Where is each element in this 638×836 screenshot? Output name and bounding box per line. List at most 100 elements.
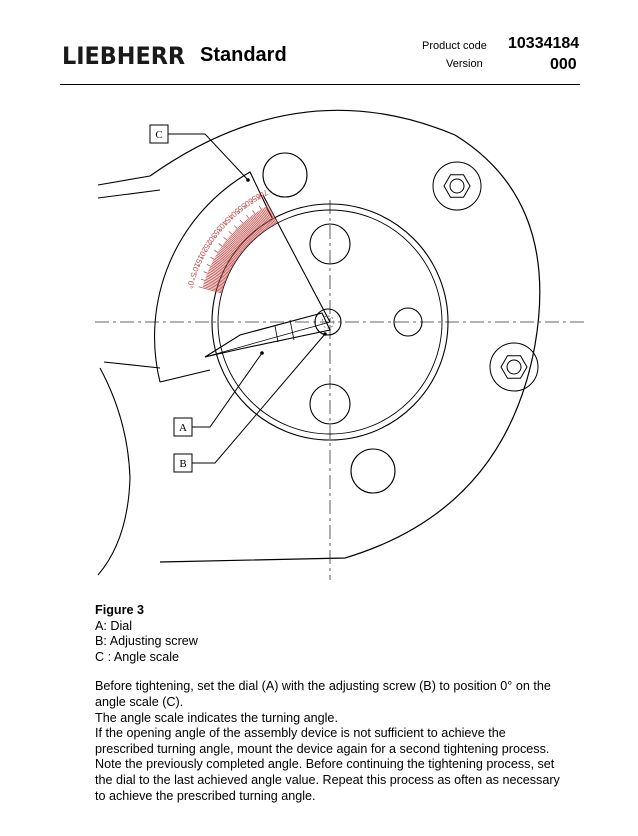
scale-tick (218, 243, 239, 258)
scale-tick (238, 225, 254, 241)
body-line: prescribed turning angle, mount the devi… (95, 741, 550, 756)
body-line: Before tightening, set the dial (A) with… (95, 679, 551, 694)
version-value: 000 (550, 56, 577, 73)
scale-tick (228, 237, 245, 251)
caption-item-b: B: Adjusting screw (95, 634, 198, 649)
scale-tick (205, 277, 225, 285)
scale-tick (210, 256, 232, 270)
product-code-value: 10334184 (508, 35, 580, 52)
left-lower-part (97, 367, 131, 576)
housing-outline (149, 109, 541, 563)
dial-centerline (204, 321, 331, 358)
angle-scale-ticks (198, 201, 278, 294)
scale-tick (222, 244, 240, 257)
hex-nut-right (489, 342, 539, 392)
scale-tick (204, 281, 224, 289)
scale-tick (237, 226, 253, 242)
leader-line-c (168, 133, 249, 181)
scale-tick (208, 268, 228, 278)
scale-tick (250, 215, 264, 233)
caption-and-body: Figure 3 A: Dial B: Adjusting screw C : … (95, 603, 585, 804)
scale-tick (214, 257, 233, 268)
flange-outer (211, 203, 449, 441)
scale-tick (206, 275, 226, 284)
scale-tick (258, 205, 273, 227)
scale-tick (241, 223, 256, 240)
leader-line-a (192, 352, 263, 428)
header-rule (60, 84, 580, 85)
scale-tick (202, 285, 223, 293)
scale-tick (207, 271, 227, 280)
caption-item-a: A: Dial (95, 618, 133, 633)
scale-tick (215, 256, 233, 267)
scale-tick (227, 238, 244, 252)
scale-tick (223, 243, 241, 256)
scale-tick (245, 214, 262, 235)
scale-tick (213, 260, 232, 271)
outer-hole-top (262, 152, 308, 198)
arm-upper-line (97, 175, 151, 186)
scale-tick (262, 208, 274, 226)
scale-tick (247, 218, 261, 235)
scale-tick (233, 231, 249, 246)
scale-tick (263, 207, 275, 226)
bolt-hole-bottom (309, 383, 351, 425)
scale-tick (223, 237, 243, 253)
figure-title: Figure 3 (95, 603, 144, 617)
scale-tick (244, 220, 259, 237)
scale-tick (234, 230, 250, 245)
scale-tick (224, 241, 241, 255)
scale-tick (198, 286, 222, 294)
scale-tick (208, 269, 228, 279)
scale-tick (211, 262, 230, 273)
scale-tick (203, 271, 227, 281)
scale-tick (218, 250, 236, 263)
scale-tick (216, 253, 235, 265)
scale-tick (212, 261, 231, 272)
scale-tick (245, 219, 260, 236)
bolt-hole-top (309, 223, 351, 265)
scale-tick (229, 235, 246, 250)
scale-tick (209, 267, 229, 277)
scale-tick (214, 250, 236, 264)
scale-tick (258, 210, 270, 228)
dial-pointer (204, 312, 331, 358)
scale-tick (243, 221, 258, 238)
scale-tick (206, 274, 226, 283)
liebherr-logo: LIEBHERR (62, 42, 186, 70)
scale-tick (220, 246, 238, 259)
scale-tick (252, 209, 267, 231)
scale-tick (203, 284, 223, 291)
version-label: Version (446, 58, 483, 70)
scale-tick (235, 229, 251, 244)
hex-nut-top-right (432, 161, 482, 211)
scale-tick (257, 211, 269, 229)
scale-label: 0° (185, 280, 196, 290)
scale-tick (264, 206, 276, 225)
scale-tick (215, 254, 234, 266)
scale-tick (210, 264, 230, 274)
body-line: The angle scale indicates the turning an… (95, 710, 338, 725)
document-type: Standard (200, 44, 287, 66)
scale-tick (251, 215, 265, 232)
callout-label-c: C (155, 129, 162, 141)
body-line: angle scale (C). (95, 694, 184, 709)
left-lower-part-2 (103, 361, 161, 369)
page-header: LIEBHERR Standard Product code Version 1… (0, 0, 638, 90)
adjusting-screw-inner (321, 315, 335, 329)
scale-tick (200, 278, 224, 288)
leader-line-b (192, 333, 326, 464)
flange-inner (217, 209, 443, 435)
scale-tick (232, 232, 248, 247)
arm-upper-line-2 (97, 189, 161, 199)
scale-tick (266, 205, 277, 224)
body-line: If the opening angle of the assembly dev… (95, 726, 506, 741)
scale-tick (253, 214, 266, 231)
scale-tick (249, 216, 263, 234)
scale-tick (259, 209, 271, 228)
product-code-label: Product code (422, 40, 487, 52)
scale-tick (205, 278, 225, 286)
scale-tick (219, 249, 237, 262)
scale-tick (206, 264, 229, 275)
scale-tick (239, 219, 257, 239)
